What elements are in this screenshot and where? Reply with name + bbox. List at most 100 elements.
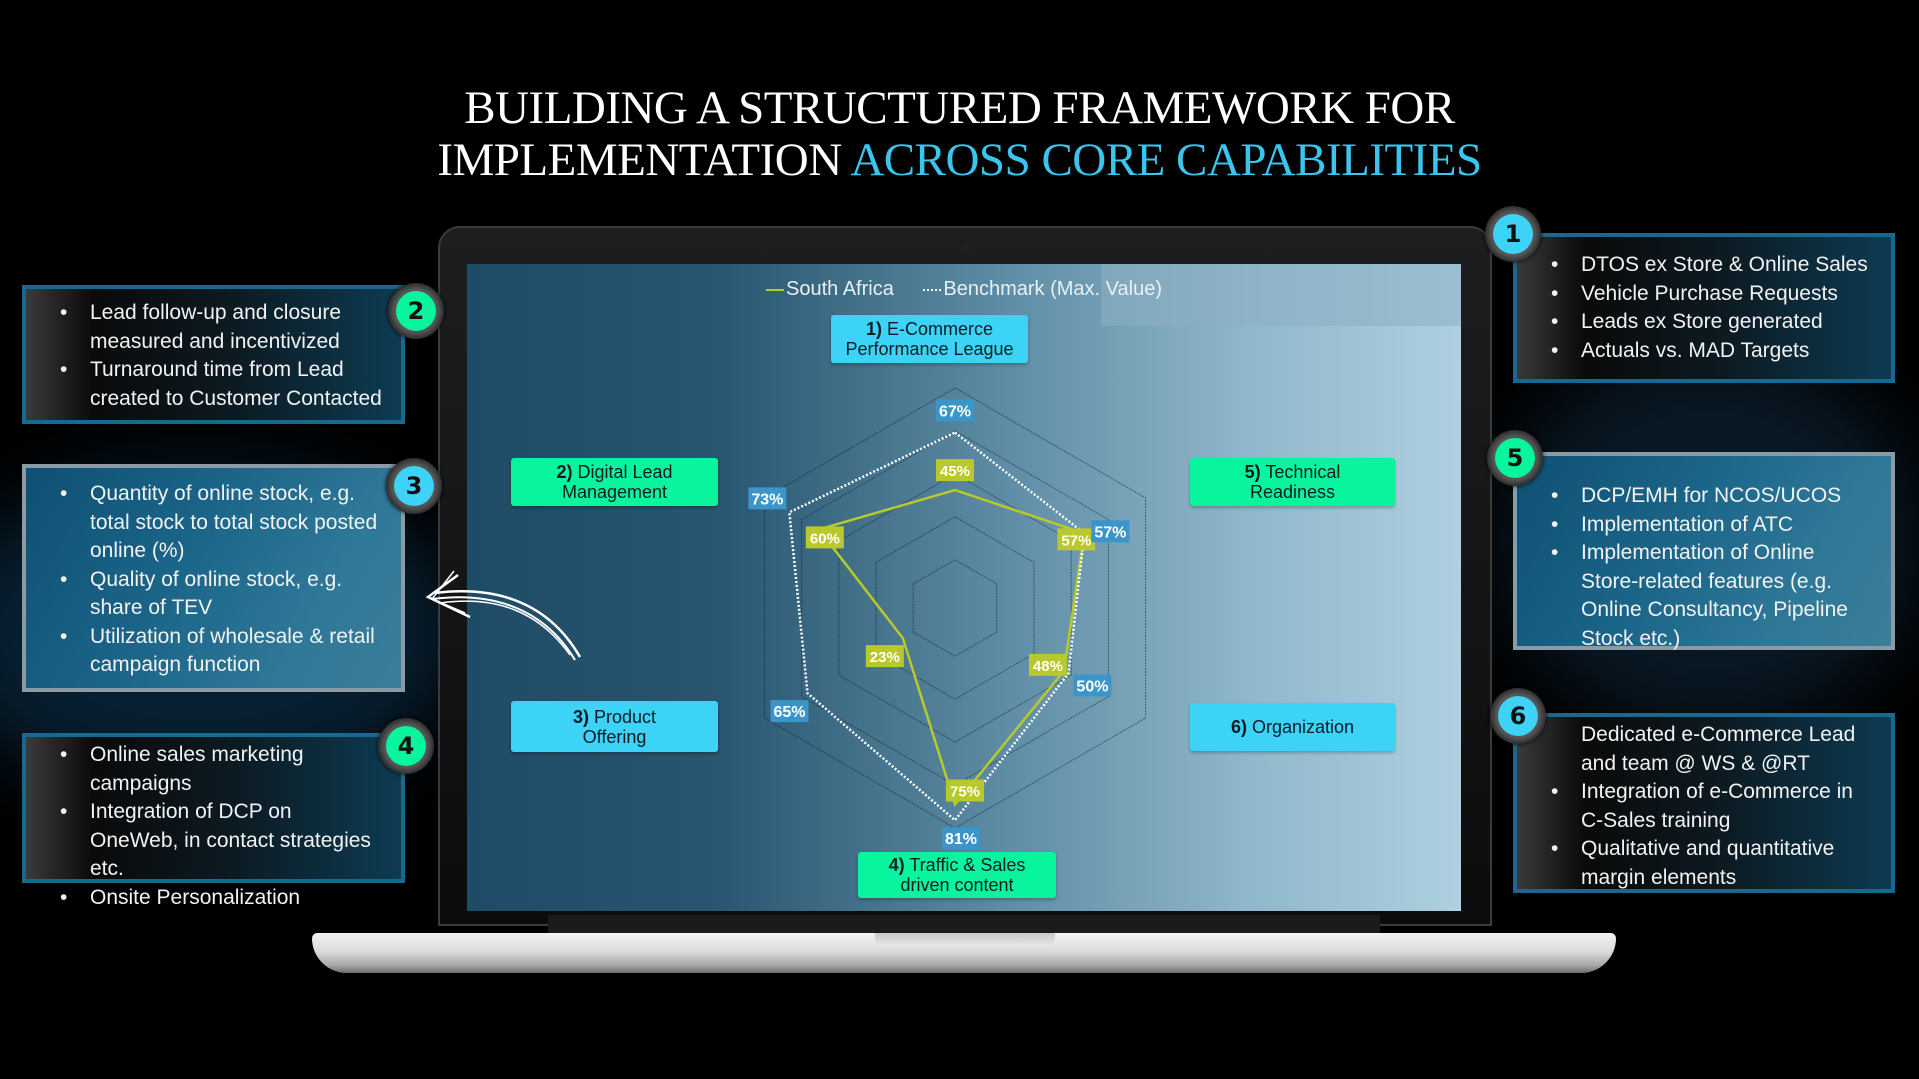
badge-number: 4 xyxy=(386,726,426,766)
value-label-text: 48% xyxy=(1033,658,1063,675)
list-item: Vehicle Purchase Requests xyxy=(1551,280,1873,309)
badge-number: 1 xyxy=(1493,214,1533,254)
radar-grid xyxy=(763,387,1147,829)
legend-swatch-benchmark xyxy=(923,288,942,291)
category-number: 1) xyxy=(865,319,882,339)
value-label-bg xyxy=(805,526,844,549)
badge-6: 6 xyxy=(1490,688,1546,744)
panel-1-list: DTOS ex Store & Online Sales Vehicle Pur… xyxy=(1551,251,1873,365)
badge-number: 2 xyxy=(396,291,436,331)
title-line-2-accent: ACROSS CORE CAPABILITIES xyxy=(850,134,1482,186)
value-label-south-africa: 75% xyxy=(946,779,984,802)
value-label-text: 81% xyxy=(945,831,977,848)
panel-5-list: DCP/EMH for NCOS/UCOS Implementation of … xyxy=(1551,482,1873,653)
category-number: 4) xyxy=(888,855,905,875)
value-label-south-africa: 60% xyxy=(805,526,844,549)
legend-label-south-africa: South Africa xyxy=(786,278,894,300)
radar-series-south-africa xyxy=(816,488,1086,808)
list-item: Utilization of wholesale & retail campai… xyxy=(60,623,383,680)
value-label-benchmark: 65% xyxy=(770,700,809,723)
list-item: Dedicated e-Commerce Lead and team @ WS … xyxy=(1581,723,1856,775)
list-item: Onsite Personalization xyxy=(60,884,383,913)
value-label-text: 57% xyxy=(1094,524,1126,541)
value-label-benchmark: 73% xyxy=(748,487,787,510)
list-item: Implementation of Online Store-related f… xyxy=(1551,539,1873,653)
legend-swatch-south-africa xyxy=(766,288,784,291)
list-item: Actuals vs. MAD Targets xyxy=(1551,337,1873,366)
radar-grid-ring-4 xyxy=(801,430,1109,786)
list-item: Quantity of online stock, e.g. total sto… xyxy=(60,480,383,566)
badge-4: 4 xyxy=(378,718,434,774)
panel-2-list: Lead follow-up and closure measured and … xyxy=(60,299,383,413)
badge-number: 5 xyxy=(1495,438,1535,478)
value-label-benchmark: 67% xyxy=(936,399,974,422)
chart-legend: South Africa Benchmark (Max. Value) xyxy=(467,278,1461,301)
panel-4-traffic-sales: Online sales marketing campaigns Integra… xyxy=(22,733,405,912)
radar-chart: 45% 57% 48% 75% 23% 60% 67% 57% 50% 81% 65% 73% xyxy=(748,387,1147,850)
hand-drawn-arrow-icon xyxy=(425,570,582,661)
category-number: 5) xyxy=(1244,462,1261,482)
panel-2-digital-lead: Lead follow-up and closure measured and … xyxy=(22,285,405,424)
value-label-text: 45% xyxy=(940,463,970,480)
title-line-2: IMPLEMENTATION ACROSS CORE CAPABILITIES xyxy=(0,134,1919,186)
list-item: Qualitative and quantitative margin elem… xyxy=(1551,835,1873,892)
panel-3-list: Quantity of online stock, e.g. total sto… xyxy=(60,480,383,680)
value-label-text: 67% xyxy=(939,403,971,420)
legend-label-benchmark: Benchmark (Max. Value) xyxy=(943,278,1162,300)
badge-number: 6 xyxy=(1498,696,1538,736)
category-label: Product xyxy=(593,706,657,727)
list-item: Turnaround time from Lead created to Cus… xyxy=(60,356,383,413)
category-number: 3) xyxy=(572,706,589,727)
category-label-2: driven content xyxy=(900,875,1014,895)
category-number: 6) xyxy=(1230,717,1247,737)
page-title: BUILDING A STRUCTURED FRAMEWORK FOR IMPL… xyxy=(0,82,1919,186)
value-label-benchmark: 81% xyxy=(942,827,980,850)
value-label-text: 23% xyxy=(870,649,900,666)
list-item: DCP/EMH for NCOS/UCOS xyxy=(1551,482,1873,511)
value-label-text: 75% xyxy=(950,784,980,801)
badge-2: 2 xyxy=(388,283,444,339)
radar-grid-ring-1 xyxy=(912,559,998,657)
title-line-1: BUILDING A STRUCTURED FRAMEWORK FOR xyxy=(464,82,1455,134)
radar-value-labels: 45% 57% 48% 75% 23% 60% 67% 57% 50% 81% 65% 73% xyxy=(748,399,1130,850)
value-label-text: 60% xyxy=(810,530,840,547)
value-label-bg xyxy=(865,645,904,668)
list-item: Integration of DCP on OneWeb, in contact… xyxy=(60,798,383,884)
value-label-benchmark: 57% xyxy=(1091,520,1130,543)
category-label: E-Commerce xyxy=(887,319,994,339)
panel-5-technical-readiness: DCP/EMH for NCOS/UCOS Implementation of … xyxy=(1513,452,1895,650)
laptop-camera xyxy=(963,246,969,252)
title-line-2-plain: IMPLEMENTATION xyxy=(437,134,851,186)
panel-6-organization: Dedicated e-Commerce Lead and team @ WS … xyxy=(1513,713,1895,893)
laptop-hinge xyxy=(548,915,1380,933)
radar-series xyxy=(788,430,1086,823)
value-label-bg xyxy=(748,487,787,510)
category-label: Traffic & Sales xyxy=(909,855,1026,875)
radar-series-benchmark xyxy=(788,430,1086,823)
radar-grid-ring-5 xyxy=(763,387,1147,829)
list-item: DTOS ex Store & Online Sales xyxy=(1551,251,1873,280)
radar-grid-ring-2 xyxy=(875,516,1035,700)
value-label-text: 57% xyxy=(1061,532,1091,549)
value-label-south-africa: 57% xyxy=(1057,528,1096,551)
panel-4-list: Online sales marketing campaigns Integra… xyxy=(60,741,383,912)
screen-reflection xyxy=(1101,264,1461,326)
category-label-2: Offering xyxy=(582,726,647,747)
value-label-benchmark: 50% xyxy=(1073,674,1112,697)
value-label-bg xyxy=(1091,520,1130,543)
category-label-2: Readiness xyxy=(1249,482,1336,502)
value-label-bg xyxy=(1057,528,1096,551)
category-organization: 6) Organization xyxy=(1190,703,1395,751)
category-label-2: Management xyxy=(561,482,668,502)
panel-1-ecommerce: DTOS ex Store & Online Sales Vehicle Pur… xyxy=(1513,233,1895,383)
laptop-notch xyxy=(875,933,1055,947)
badge-5: 5 xyxy=(1487,430,1543,486)
value-label-bg xyxy=(942,827,980,850)
category-label: Organization xyxy=(1251,717,1355,737)
panel-6-list: Dedicated e-Commerce Lead and team @ WS … xyxy=(1551,721,1873,892)
list-item: Online sales marketing campaigns xyxy=(60,741,383,798)
value-label-south-africa: 45% xyxy=(936,459,974,482)
badge-1: 1 xyxy=(1485,206,1541,262)
